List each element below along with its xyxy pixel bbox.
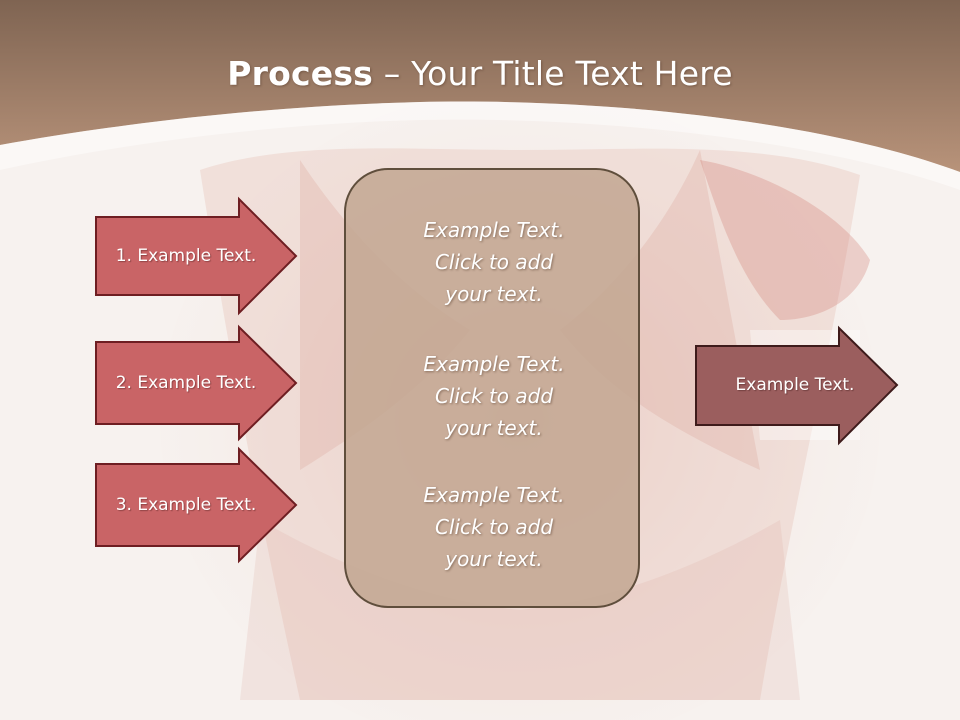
center-text-block-1[interactable]: Example Text. Click to add your text. — [346, 214, 642, 310]
center-text-line: your text. — [445, 416, 543, 440]
title-rest: – Your Title Text Here — [373, 54, 733, 93]
step-arrow-1[interactable]: 1. Example Text. — [95, 196, 300, 316]
step-arrow-2-label: 2. Example Text. — [115, 373, 257, 393]
step-arrow-3-label: 3. Example Text. — [115, 495, 257, 515]
process-center-box[interactable]: Example Text. Click to add your text. Ex… — [344, 168, 640, 608]
center-text-line: Example Text. — [423, 483, 565, 507]
center-text-line: Click to add — [434, 250, 554, 274]
center-text-line: Example Text. — [423, 218, 565, 242]
center-text-line: Click to add — [434, 515, 554, 539]
step-arrow-3[interactable]: 3. Example Text. — [95, 446, 300, 564]
step-arrow-1-label: 1. Example Text. — [115, 246, 257, 266]
page-title: Process – Your Title Text Here — [0, 54, 960, 93]
arrow-right-shape-1 — [95, 196, 298, 316]
center-text-line: Example Text. — [423, 352, 565, 376]
arrow-right-shape-2 — [95, 324, 298, 442]
arrow-right-shape-result — [695, 325, 899, 446]
center-text-line: your text. — [445, 547, 543, 571]
result-arrow-label: Example Text. — [735, 375, 855, 395]
center-text-block-2[interactable]: Example Text. Click to add your text. — [346, 348, 642, 444]
center-text-block-3[interactable]: Example Text. Click to add your text. — [346, 479, 642, 575]
arrow-right-shape-3 — [95, 446, 298, 564]
center-text-line: Click to add — [434, 384, 554, 408]
step-arrow-2[interactable]: 2. Example Text. — [95, 324, 300, 442]
title-bold: Process — [227, 54, 374, 93]
result-arrow[interactable]: Example Text. — [695, 325, 900, 446]
center-text-line: your text. — [445, 282, 543, 306]
